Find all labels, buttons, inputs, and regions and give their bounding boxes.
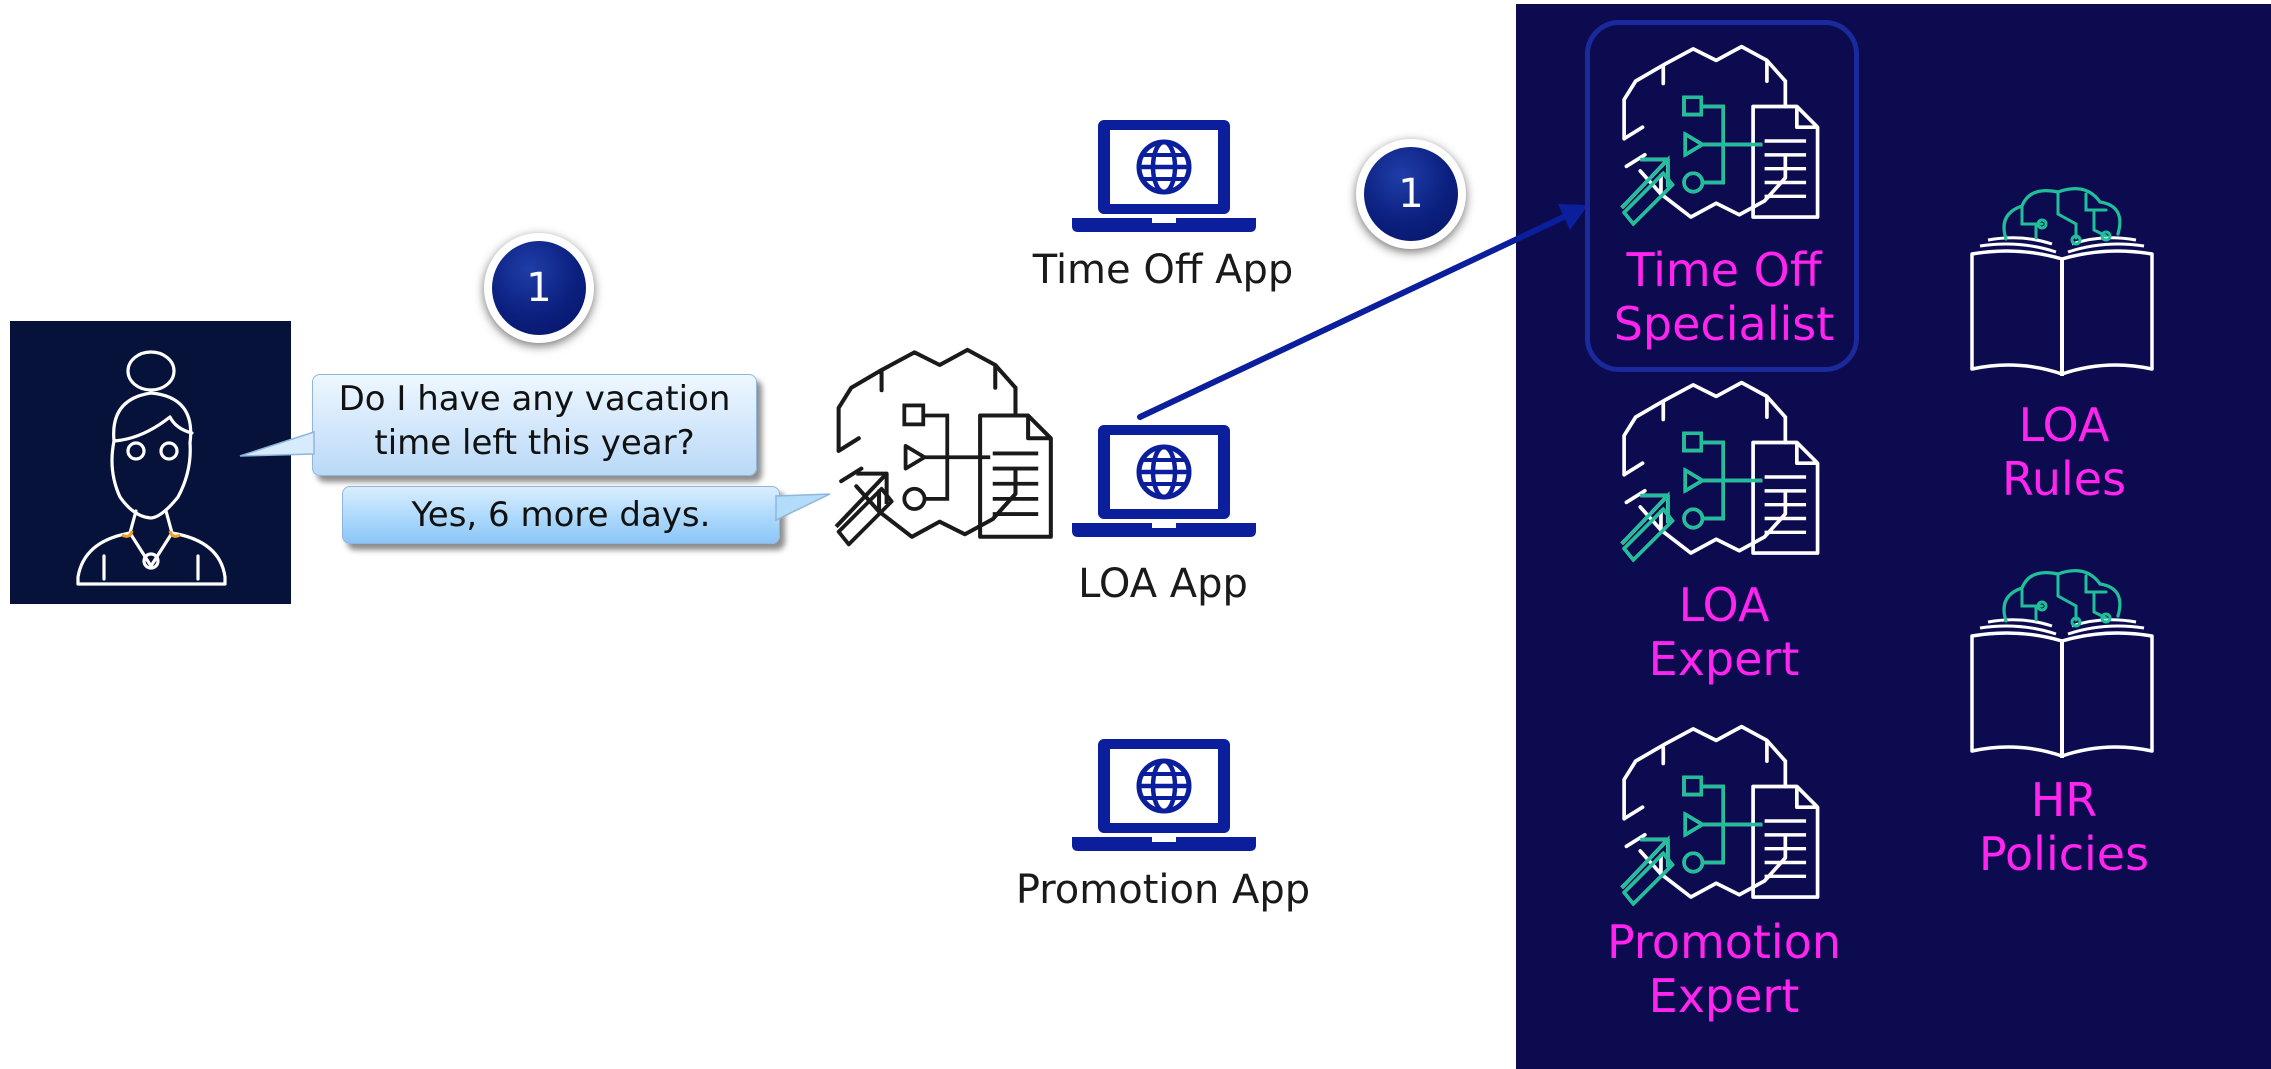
promotion-app-label: Promotion App — [1015, 867, 1311, 913]
user-avatar-icon — [76, 350, 227, 586]
selected-agent-frame — [1585, 20, 1859, 372]
hr-policies-knowledge-base-icon — [1970, 568, 2154, 760]
answer-text: Yes, 6 more days. — [411, 495, 711, 535]
time-off-specialist-agent-icon — [1619, 44, 1820, 227]
user-panel — [10, 321, 291, 604]
answer-bubble-tail — [775, 493, 831, 522]
question-bubble-tail — [239, 430, 315, 457]
loa-expert-agent-icon — [1619, 380, 1820, 563]
loa-rules-knowledge-base-icon — [1970, 186, 2154, 378]
loa-app-label: LOA App — [1078, 561, 1248, 607]
question-bubble: Do I have any vacation time left this ye… — [312, 374, 757, 476]
answer-bubble: Yes, 6 more days. — [342, 486, 780, 544]
promotion-expert-agent-icon — [1619, 724, 1820, 907]
question-text: Do I have any vacation time left this ye… — [338, 379, 731, 463]
step-badge-routing: 1 — [1356, 139, 1466, 249]
step-badge-user: 1 — [484, 233, 594, 343]
agents-panel — [1516, 4, 2271, 1069]
time-off-app-label: Time Off App — [1032, 247, 1294, 293]
